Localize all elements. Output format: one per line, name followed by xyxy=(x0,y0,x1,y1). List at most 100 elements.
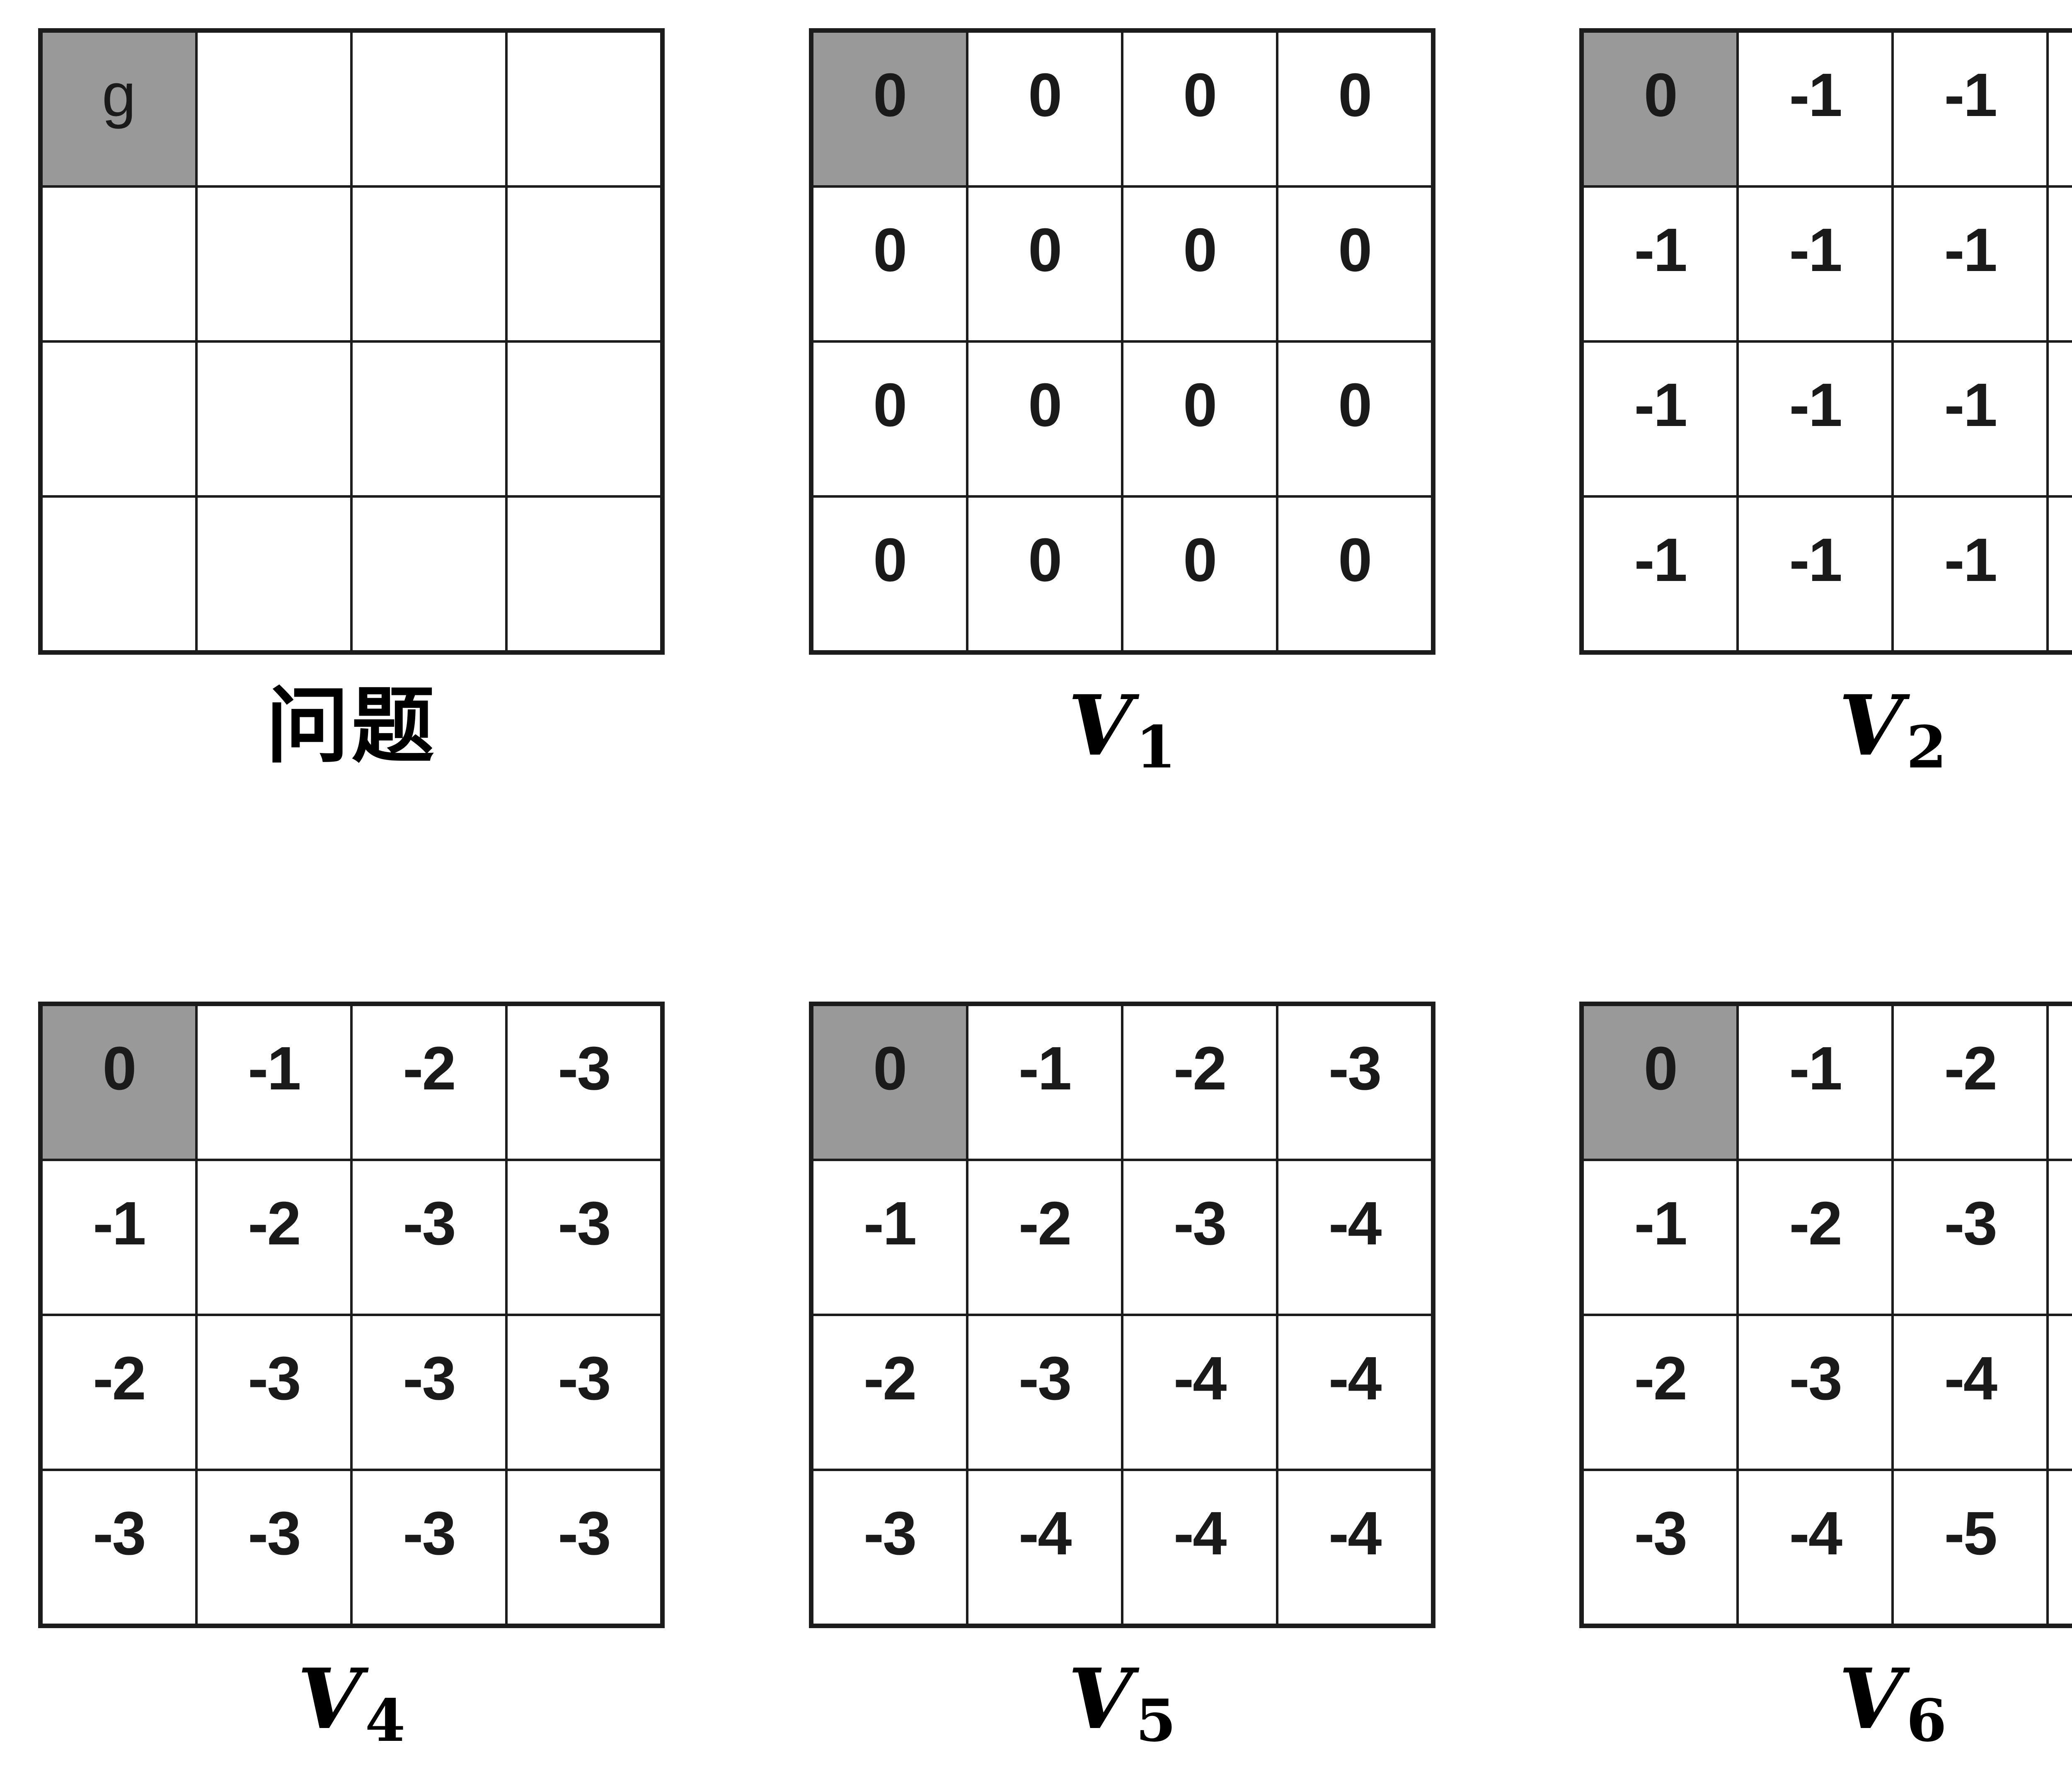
grid-v2-value-r0c2: -1 xyxy=(1944,61,1998,129)
grid-v1-cell-r0c3: 0 xyxy=(1277,31,1432,186)
grid-v2-value-r2c2: -1 xyxy=(1944,371,1998,439)
grid-v2-value-r0c0: 0 xyxy=(1644,61,1678,129)
grid-v4-cell-r2c2: -3 xyxy=(351,1315,506,1470)
grid-v2-value-r3c2: -1 xyxy=(1944,526,1998,594)
grid-v1-value-r2c2: 0 xyxy=(1183,371,1217,439)
grid-v4-cell-r0c1: -1 xyxy=(196,1005,351,1160)
grid-v1-cell-r0c0: 0 xyxy=(812,31,967,186)
grid-v6-value-r1c0: -1 xyxy=(1634,1189,1688,1258)
grid-v5-cell-r3c0: -3 xyxy=(812,1470,967,1625)
grid-v5-value-r0c2: -2 xyxy=(1173,1034,1227,1103)
grid-v6-cell-r1c2: -3 xyxy=(1893,1160,2048,1315)
grid-v6-value-r3c1: -4 xyxy=(1789,1499,1843,1568)
grid-v5-value-r1c3: -4 xyxy=(1328,1189,1382,1258)
grid-v1-value-r3c2: 0 xyxy=(1183,526,1217,594)
grid-v6-cell-r2c2: -4 xyxy=(1893,1315,2048,1470)
grid-v1-cell-r0c1: 0 xyxy=(967,31,1122,186)
grid-v2-cell-r2c3: -1 xyxy=(2048,341,2072,496)
grid-v2-value-r1c2: -1 xyxy=(1944,216,1998,284)
grid-v2-cell-r1c0: -1 xyxy=(1583,186,1738,341)
grid-v1-cell-r3c2: 0 xyxy=(1122,496,1277,651)
grid-v5-value-r2c0: -2 xyxy=(863,1344,917,1413)
grid-v4-cell-r2c0: -2 xyxy=(41,1315,196,1470)
grid-v4-cell-r0c3: -3 xyxy=(506,1005,661,1160)
grid-v6-value-r1c2: -3 xyxy=(1944,1189,1998,1258)
grid-v4-value-r2c2: -3 xyxy=(403,1344,456,1413)
grid-v4-value-r3c3: -3 xyxy=(558,1499,611,1568)
grid-v5-caption-letter: V xyxy=(1068,1651,1133,1748)
grid-v1-cell-r2c3: 0 xyxy=(1277,341,1432,496)
grid-v1-cell-r1c2: 0 xyxy=(1122,186,1277,341)
grid-v1-value-r3c3: 0 xyxy=(1338,526,1372,594)
grid-v5-value-r2c2: -4 xyxy=(1173,1344,1227,1413)
grid-v4-cell-r1c2: -3 xyxy=(351,1160,506,1315)
grid-v6-value-r0c0: 0 xyxy=(1644,1034,1678,1103)
grid-v4-value-r2c1: -3 xyxy=(248,1344,301,1413)
grid-v5-caption-subscript: 5 xyxy=(1135,1687,1176,1755)
grid-v1-value-r2c3: 0 xyxy=(1338,371,1372,439)
grid-v2-cell-r0c0: 0 xyxy=(1583,31,1738,186)
grid-v4-cell-r3c2: -3 xyxy=(351,1470,506,1625)
grid-v6-cell-r2c1: -3 xyxy=(1738,1315,1893,1470)
grid-v5-value-r0c3: -3 xyxy=(1328,1034,1382,1103)
grid-v6-cell-r2c3: -5 xyxy=(2048,1315,2072,1470)
grid-v1-cell-r1c0: 0 xyxy=(812,186,967,341)
grid-v5-cell-r1c2: -3 xyxy=(1122,1160,1277,1315)
grid-problem-caption: 问题 xyxy=(266,677,437,774)
grid-v4-cell-r2c1: -3 xyxy=(196,1315,351,1470)
grid-v1-cell-r3c0: 0 xyxy=(812,496,967,651)
grid-v6-cell-r2c0: -2 xyxy=(1583,1315,1738,1470)
grid-v5-value-r3c0: -3 xyxy=(863,1499,917,1568)
grid-problem-cell-r1c3 xyxy=(506,186,661,341)
grid-problem: g xyxy=(38,28,665,655)
grid-v6-value-r0c1: -1 xyxy=(1789,1034,1843,1103)
grid-v2-cell-r0c2: -1 xyxy=(1893,31,2048,186)
grid-problem-cell-r1c2 xyxy=(351,186,506,341)
grid-v6-value-r2c2: -4 xyxy=(1944,1344,1998,1413)
grid-v1-value-r1c1: 0 xyxy=(1028,216,1062,284)
grid-v5-cell-r2c3: -4 xyxy=(1277,1315,1432,1470)
grid-v2-cell-r1c2: -1 xyxy=(1893,186,2048,341)
grid-v6-cell-r0c3: -3 xyxy=(2048,1005,2072,1160)
grid-v4-value-r3c0: -3 xyxy=(93,1499,146,1568)
grid-v2-caption-letter: V xyxy=(1839,677,1903,774)
grid-v5-value-r3c1: -4 xyxy=(1018,1499,1072,1568)
grid-v4-value-r1c1: -2 xyxy=(248,1189,301,1258)
grid-v4-cell-r3c3: -3 xyxy=(506,1470,661,1625)
grid-v6-cell-r3c2: -5 xyxy=(1893,1470,2048,1625)
grid-v6-cell-r3c1: -4 xyxy=(1738,1470,1893,1625)
grid-v5-cell-r3c2: -4 xyxy=(1122,1470,1277,1625)
grid-problem-cell-r0c0: g xyxy=(41,31,196,186)
grid-v4-cell-r1c1: -2 xyxy=(196,1160,351,1315)
grid-v6-cell-r0c2: -2 xyxy=(1893,1005,2048,1160)
grid-v5-cell-r2c2: -4 xyxy=(1122,1315,1277,1470)
grid-v5-value-r0c0: 0 xyxy=(873,1034,907,1103)
grid-v1-cell-r2c2: 0 xyxy=(1122,341,1277,496)
grid-v6-cell-r1c1: -2 xyxy=(1738,1160,1893,1315)
grid-v6-value-r3c2: -5 xyxy=(1944,1499,1998,1568)
grid-v2-value-r1c0: -1 xyxy=(1634,216,1688,284)
grid-v5-cell-r0c1: -1 xyxy=(967,1005,1122,1160)
grid-problem-cell-r2c1 xyxy=(196,341,351,496)
grid-v6-cell-r3c3: -5 xyxy=(2048,1470,2072,1625)
grid-problem-cell-r1c0 xyxy=(41,186,196,341)
grid-v4-value-r0c1: -1 xyxy=(248,1034,301,1103)
grid-v5-value-r1c2: -3 xyxy=(1173,1189,1227,1258)
grid-v4-value-r0c3: -3 xyxy=(558,1034,611,1103)
grid-v1-value-r1c3: 0 xyxy=(1338,216,1372,284)
grid-problem-cell-r2c0 xyxy=(41,341,196,496)
grid-v1-value-r0c1: 0 xyxy=(1028,61,1062,129)
grid-v4-cell-r1c3: -3 xyxy=(506,1160,661,1315)
grid-v2-cell-r1c3: -1 xyxy=(2048,186,2072,341)
grid-v5-cell-r3c3: -4 xyxy=(1277,1470,1432,1625)
grid-problem-cell-r3c3 xyxy=(506,496,661,651)
grid-v1-value-r1c0: 0 xyxy=(873,216,907,284)
